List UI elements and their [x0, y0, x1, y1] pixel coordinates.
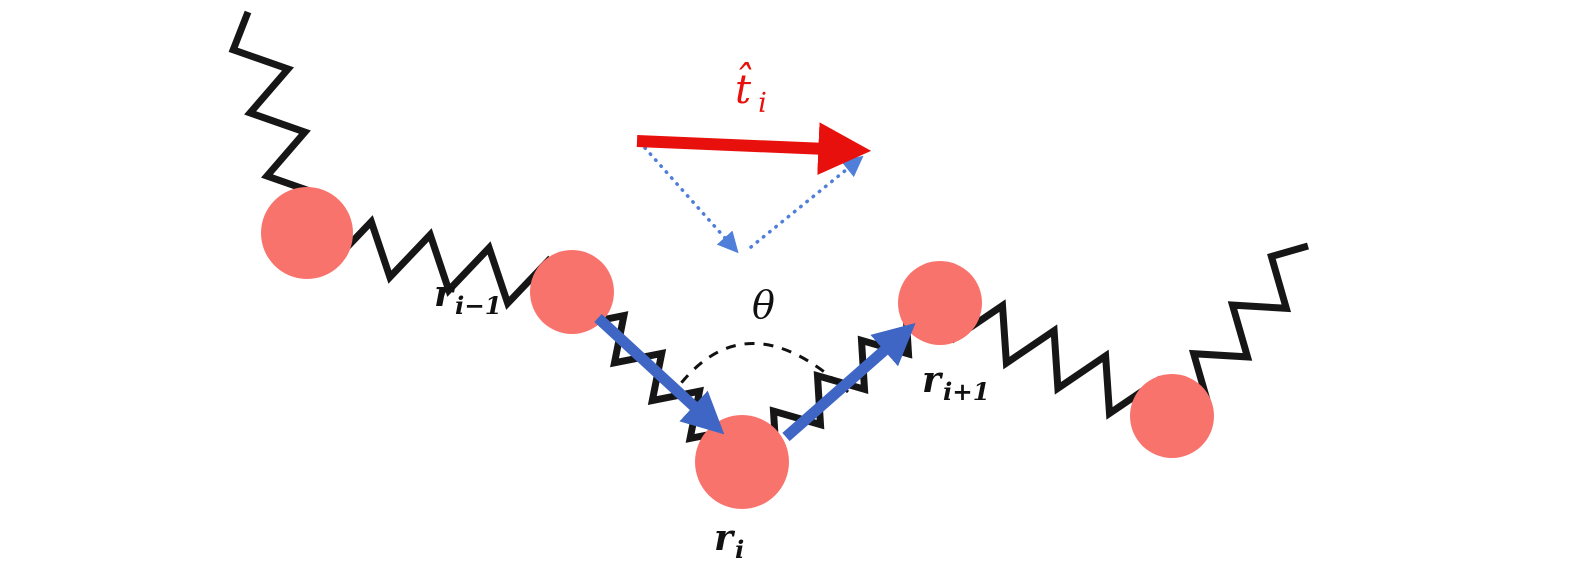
- bead-i-plus-1: [898, 261, 982, 345]
- tangent-vector-label: t̂i: [735, 70, 767, 117]
- r-next-label-base: r: [922, 359, 941, 401]
- tangent-vector-arrow: [636, 122, 872, 176]
- monomer-beads-group: [261, 187, 1214, 509]
- bead-i-plus-2: [1130, 374, 1214, 458]
- bead-i-minus-1: [530, 250, 614, 334]
- bond-vector-arrow-2: [782, 322, 916, 442]
- bead-i-minus-2: [261, 187, 353, 279]
- tangent-label-subscript: i: [758, 87, 767, 119]
- r-prev-label-base: r: [434, 273, 453, 315]
- dotted-projection-arrow-1: [643, 146, 739, 254]
- bond-vector-arrow-1: [594, 313, 725, 435]
- position-vector-label-r-i-plus-1: ri+1: [922, 362, 990, 404]
- r-curr-label-subscript: i: [734, 534, 745, 564]
- theta-angle-label: θ: [752, 283, 775, 327]
- position-vector-label-r-i-minus-1: ri−1: [434, 276, 502, 318]
- vector-annotations-group: [594, 122, 916, 442]
- position-vector-label-r-i: ri: [714, 520, 744, 562]
- bead-i: [695, 415, 789, 509]
- theta-angle-arc: [668, 342, 850, 399]
- tangent-label-base: t̂: [735, 67, 752, 113]
- r-curr-label-base: r: [714, 517, 733, 559]
- r-prev-label-subscript: i−1: [454, 290, 502, 320]
- r-next-label-subscript: i+1: [942, 376, 990, 406]
- dotted-projection-arrow-2: [749, 155, 864, 249]
- spring-bond-5: [936, 299, 1176, 420]
